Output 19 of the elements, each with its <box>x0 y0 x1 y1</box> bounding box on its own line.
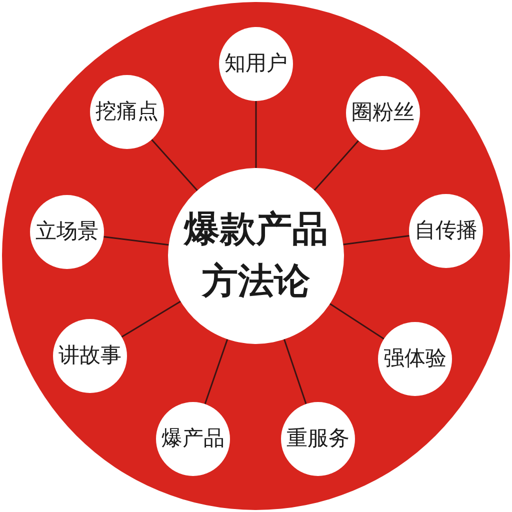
topic-label: 讲故事 <box>58 343 122 369</box>
topic-label: 圈粉丝 <box>352 100 414 126</box>
connector-line <box>343 235 410 246</box>
topic-label: 自传播 <box>414 218 478 244</box>
topic-label: 挖痛点 <box>96 99 158 125</box>
connector-line <box>151 139 198 191</box>
connector-line <box>314 140 359 191</box>
connector-line <box>283 339 307 404</box>
topic-label: 爆产品 <box>162 426 224 452</box>
topic-label: 知用户 <box>224 51 288 77</box>
connector-line <box>255 101 257 168</box>
topic-label: 立场景 <box>36 219 98 245</box>
connector-line <box>204 338 228 404</box>
connector-line <box>330 303 384 340</box>
connector-line <box>121 300 181 338</box>
topic-label: 强体验 <box>384 346 446 372</box>
topic-label: 重服务 <box>286 426 350 452</box>
connector-line <box>104 236 169 246</box>
hub-title: 爆款产品方法论 <box>182 208 329 304</box>
